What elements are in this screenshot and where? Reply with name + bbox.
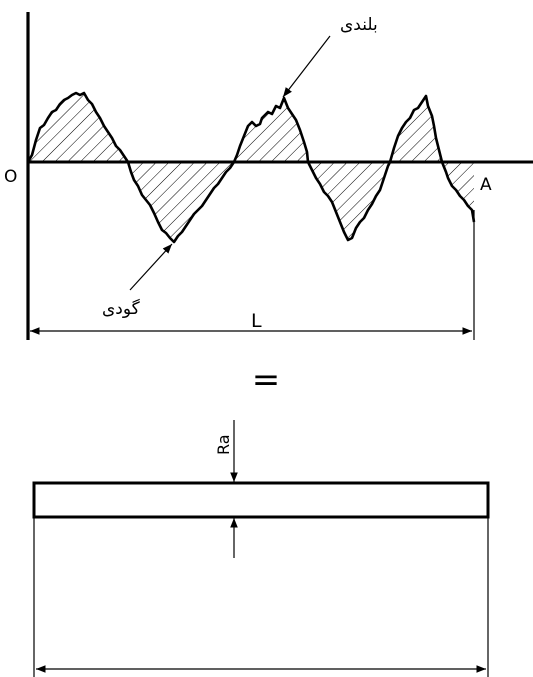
hatched-area [28, 93, 474, 242]
valley-leader-arrow [129, 243, 173, 291]
peak-label: بلندی [340, 15, 378, 35]
profile-figure: O A L بلندی گودی [4, 12, 533, 340]
length-label: L [251, 310, 262, 332]
peak-leader-arrow [282, 35, 331, 98]
equals-sign: = [252, 360, 281, 400]
origin-label: O [4, 167, 17, 187]
valley-label: گودی [102, 298, 141, 319]
ra-figure: Ra [32, 420, 490, 677]
ra-strip [32, 481, 490, 519]
ra-label: Ra [214, 434, 233, 455]
surface-profile [26, 91, 476, 244]
end-point-label: A [480, 175, 492, 195]
